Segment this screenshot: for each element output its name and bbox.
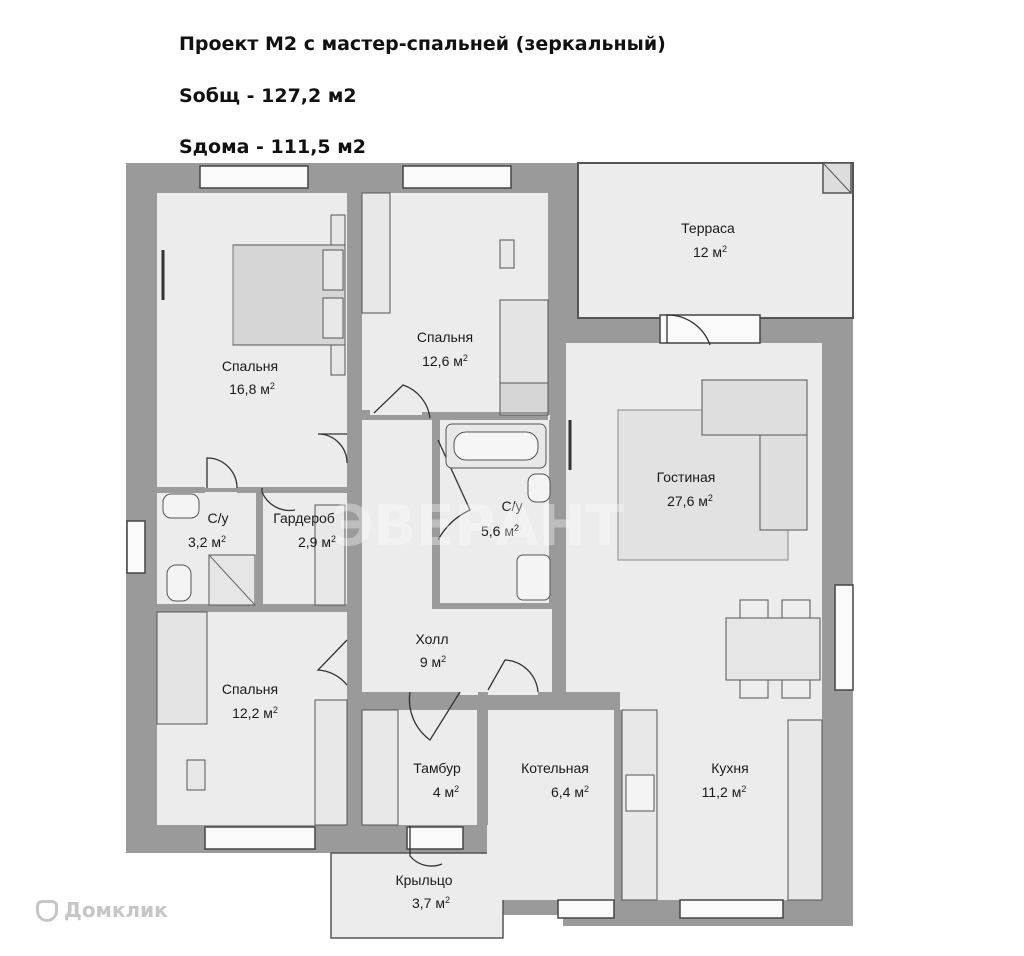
toilet [527, 473, 551, 503]
window [402, 165, 512, 189]
boiler-area: 6,4 м2 [551, 784, 589, 800]
terrace-area [577, 162, 854, 319]
wardrobe-unit [361, 192, 391, 314]
window [406, 826, 464, 850]
door [373, 384, 431, 419]
stove [625, 774, 655, 812]
wardrobe-unit [314, 504, 346, 606]
plan-title: Проект М2 с мастер-спальней (зеркальный) [179, 33, 666, 55]
door [487, 659, 539, 693]
sofa [701, 379, 808, 436]
home-icon [36, 900, 58, 922]
kitchen-cabinets [787, 719, 823, 901]
bedroom-low-area: 12,2 м2 [232, 705, 278, 721]
door [408, 691, 461, 741]
window [659, 314, 761, 344]
dining-table [725, 617, 821, 681]
sofa [759, 434, 808, 531]
boiler-label: Котельная [521, 760, 589, 776]
brand-label: Домклик [64, 898, 168, 922]
furniture [156, 192, 823, 901]
living-area: 27,6 м2 [667, 493, 713, 509]
hall-area: 9 м2 [420, 654, 446, 670]
vestibule-area: 4 м2 [433, 784, 459, 800]
window [199, 165, 309, 189]
porch-label: Крыльцо [395, 872, 452, 888]
brand-watermark: Домклик [36, 898, 168, 922]
sink [516, 554, 551, 601]
hall-label: Холл [416, 631, 449, 647]
master-bedroom-area: 16,8 м2 [229, 381, 275, 397]
windows [126, 165, 854, 919]
wardrobe-unit [361, 709, 399, 826]
window [557, 899, 615, 919]
bedroom-low-label: Спальня [222, 681, 278, 697]
kitchen-area: 11,2 м2 [702, 784, 747, 800]
sink [162, 493, 200, 519]
living-label: Гостиная [657, 469, 716, 485]
doors [206, 314, 711, 867]
bathroom-mid-label: С/у [502, 498, 523, 514]
window [126, 520, 146, 574]
window [204, 826, 316, 850]
door [317, 433, 348, 464]
wardrobe-label: Гардероб [273, 510, 335, 526]
middle-bedroom-area: 12,6 м2 [422, 353, 468, 369]
door [316, 639, 348, 686]
house-area: Sдома - 111,5 м2 [179, 136, 367, 158]
terrace-area-value: 12 м2 [693, 244, 727, 260]
porch-area: 3,7 м2 [412, 895, 450, 911]
window [834, 584, 854, 691]
door [409, 826, 443, 867]
internal-walls [157, 193, 622, 900]
toilet [166, 564, 192, 602]
bathroom-left-label: С/у [208, 510, 229, 526]
door [666, 314, 711, 346]
bathroom-mid-area: 5,6 м2 [481, 523, 519, 539]
wardrobe-unit [314, 699, 348, 826]
master-bedroom-label: Спальня [222, 358, 278, 374]
door [437, 439, 471, 541]
door [261, 488, 296, 512]
kitchen-label: Кухня [711, 760, 748, 776]
room-labels: Терраса 12 м2 Спальня 16,8 м2 Спальня 12… [188, 220, 749, 911]
bed [156, 611, 208, 725]
bathroom-left-area: 3,2 м2 [188, 534, 226, 550]
door [206, 457, 238, 489]
middle-bedroom-label: Спальня [417, 329, 473, 345]
total-area: Sобщ - 127,2 м2 [179, 85, 357, 107]
window [679, 899, 784, 919]
watermark: ЭВЕРАНТ [332, 494, 623, 559]
terrace-label: Терраса [681, 220, 735, 236]
vestibule-label: Тамбур [413, 760, 461, 776]
wardrobe-area: 2,9 м2 [298, 534, 336, 550]
